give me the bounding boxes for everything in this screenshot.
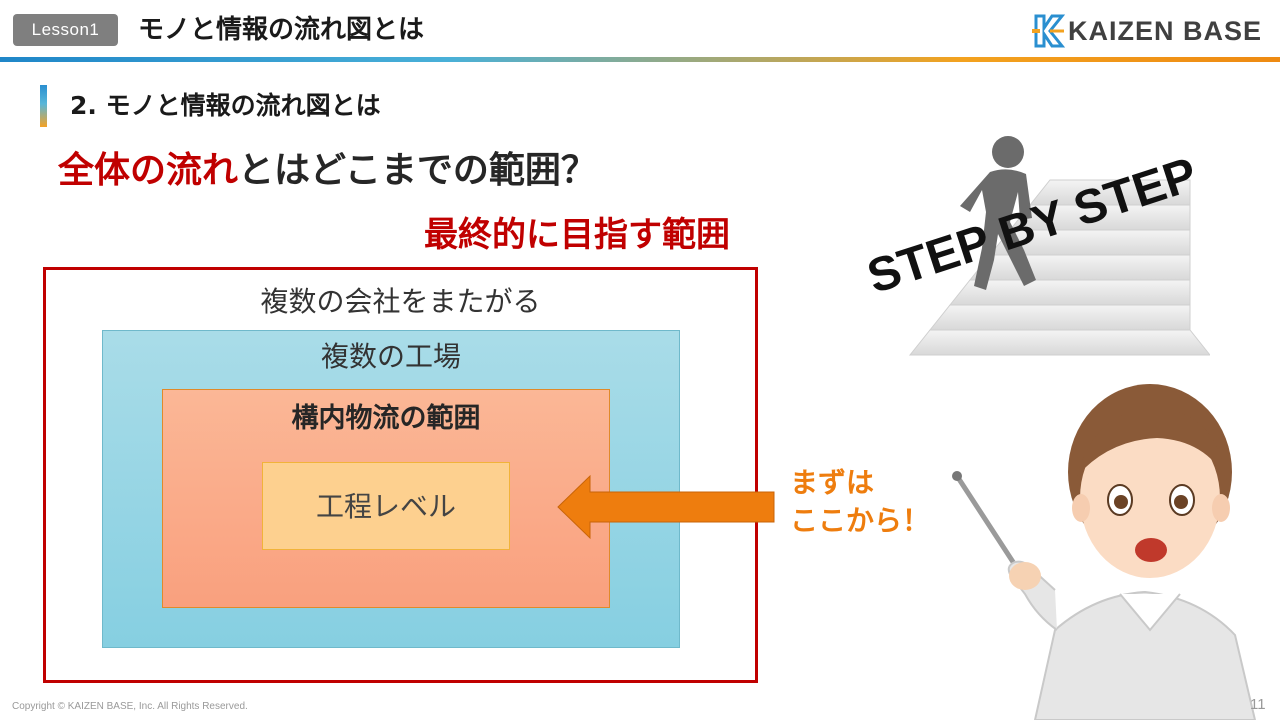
scope-process-label: 工程レベル [315,490,456,523]
scope-process-box: 工程レベル [262,462,510,550]
callout-line-2: ここから！ [790,504,931,537]
header-divider [0,57,1280,62]
logo-text: KAIZEN BASE [1068,16,1263,46]
callout-line-1: まずは [790,466,875,499]
copyright-text: Copyright © KAIZEN BASE, Inc. All Rights… [12,701,248,712]
question-text: 全体の流れとはどこまでの範囲？ [58,148,597,194]
page-number: 11 [1250,696,1266,713]
scope-companies-label: 複数の会社をまたがる [260,285,541,318]
page-title: モノと情報の流れ図とは [138,15,425,45]
section-marker [40,85,47,127]
scope-logistics-label: 構内物流の範囲 [291,403,481,434]
stairs-illustration [908,136,1210,356]
question-highlight: 全体の流れ [58,150,239,191]
woman-icon [1007,384,1257,720]
callout-text: まずは ここから！ [790,464,930,540]
goal-label: 最終的に目指す範囲 [424,215,730,255]
question-rest: とはどこまでの範囲？ [238,150,597,191]
presenter-character [952,384,1257,720]
person-figure-icon [960,136,1036,290]
company-logo: KAIZEN BASE [1030,12,1268,50]
lesson-badge: Lesson1 [13,14,118,46]
section-heading: 2. モノと情報の流れ図とは [70,91,381,120]
left-arrow-icon [557,474,775,540]
scope-factories-label: 複数の工場 [320,340,461,373]
kaizen-base-logo-icon [1032,14,1066,48]
